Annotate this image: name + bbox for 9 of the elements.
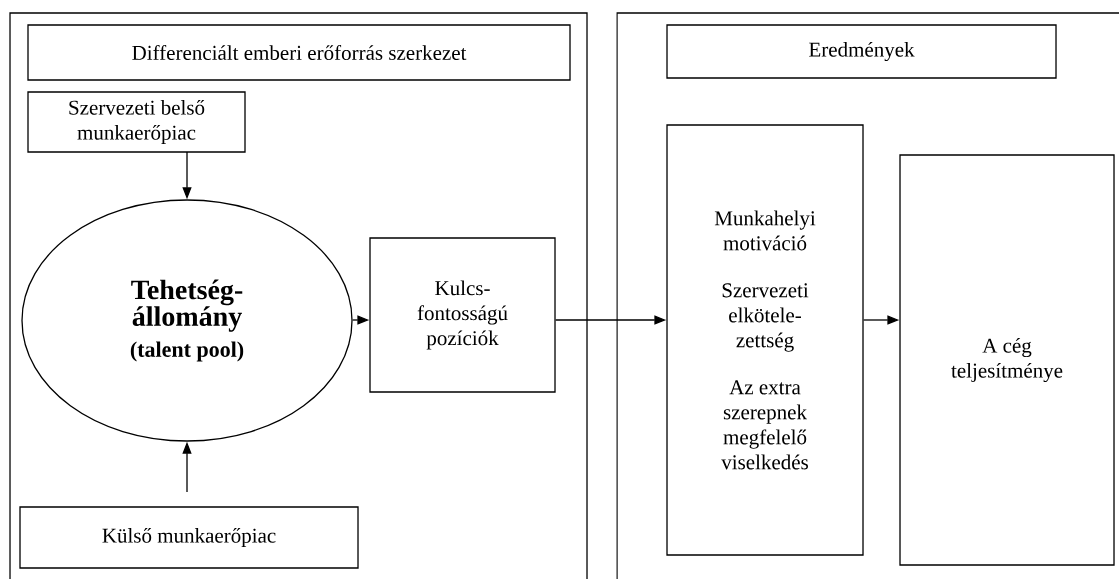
heading-box: Eredmények <box>666 24 1057 79</box>
process-box: Kulcs-fontosságú pozíciók <box>369 237 556 393</box>
process-box: Külső munkaerőpiac <box>19 506 359 569</box>
process-box: A cég teljesítménye <box>899 154 1115 566</box>
panel-frame <box>9 12 588 579</box>
panel-frame <box>616 12 1119 579</box>
heading-box: Differenciált emberi erőforrás szerkezet <box>27 24 571 81</box>
process-box: Munkahelyi motiváció Szervezeti elkötele-zettség Az extra szerepnek megfelelő viselkedés <box>666 124 864 556</box>
process-box: Szervezeti belső munkaerőpiac <box>27 91 246 153</box>
